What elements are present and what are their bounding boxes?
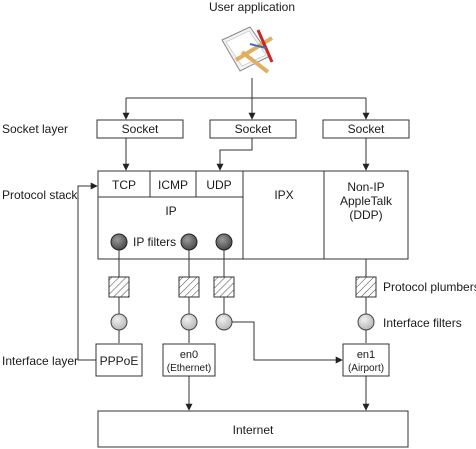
non-ip-label-line1: Non-IP bbox=[347, 180, 384, 194]
socket-box-2 bbox=[209, 119, 297, 139]
socket-layer-label: Socket layer bbox=[2, 122, 68, 136]
icmp-label: ICMP bbox=[158, 178, 188, 192]
protocol-plumber-1 bbox=[108, 276, 130, 298]
app-to-socket-connectors bbox=[122, 78, 370, 120]
ipx-label: IPX bbox=[274, 188, 293, 202]
protocol-plumbers-label: Protocol plumbers bbox=[383, 280, 476, 294]
udp-label: UDP bbox=[206, 178, 231, 192]
interface-connectors bbox=[77, 182, 367, 364]
non-ip-label-line2: AppleTalk bbox=[340, 194, 393, 208]
protocol-plumber-3 bbox=[213, 276, 235, 298]
filter-connectors bbox=[118, 250, 367, 318]
ip-filter-circle-1 bbox=[110, 233, 128, 251]
socket-label-3: Socket bbox=[348, 122, 385, 136]
socket-box-1 bbox=[96, 119, 184, 139]
pppoe-interface-box bbox=[95, 343, 143, 377]
internet-label: Internet bbox=[233, 423, 274, 437]
tcp-label: TCP bbox=[112, 178, 136, 192]
interface-filter-circle-1 bbox=[110, 313, 128, 331]
internet-box bbox=[97, 410, 409, 448]
user-application-label: User application bbox=[209, 0, 295, 14]
socket-label-1: Socket bbox=[122, 122, 159, 136]
en1-label: en1 bbox=[357, 349, 375, 361]
socket-to-protocol-arrows bbox=[122, 138, 370, 171]
interface-filter-circle-4 bbox=[357, 313, 375, 331]
protocol-plumber-4 bbox=[355, 276, 377, 298]
ip-filter-circle-2 bbox=[180, 233, 198, 251]
interface-filter-circle-2 bbox=[180, 313, 198, 331]
en1-interface-box bbox=[342, 343, 390, 377]
ip-label: IP bbox=[165, 204, 176, 218]
en0-label: en0 bbox=[180, 349, 198, 361]
ip-filters-label: IP filters bbox=[133, 235, 176, 249]
en0-sublabel: (Ethernet) bbox=[167, 363, 211, 374]
protocol-stack-label: Protocol stack bbox=[2, 188, 78, 202]
pppoe-label: PPPoE bbox=[100, 354, 139, 368]
en1-sublabel: (Airport) bbox=[348, 363, 384, 374]
non-ip-label-line3: (DDP) bbox=[349, 208, 382, 222]
interface-filters-label: Interface filters bbox=[383, 316, 462, 330]
application-icon bbox=[221, 26, 274, 74]
interface-layer-label: Interface layer bbox=[2, 354, 78, 368]
socket-label-2: Socket bbox=[235, 122, 272, 136]
interface-to-internet-arrows bbox=[185, 376, 370, 411]
protocol-plumber-2 bbox=[178, 276, 200, 298]
ip-filter-circle-3 bbox=[215, 233, 233, 251]
interface-filter-circle-3 bbox=[215, 313, 233, 331]
